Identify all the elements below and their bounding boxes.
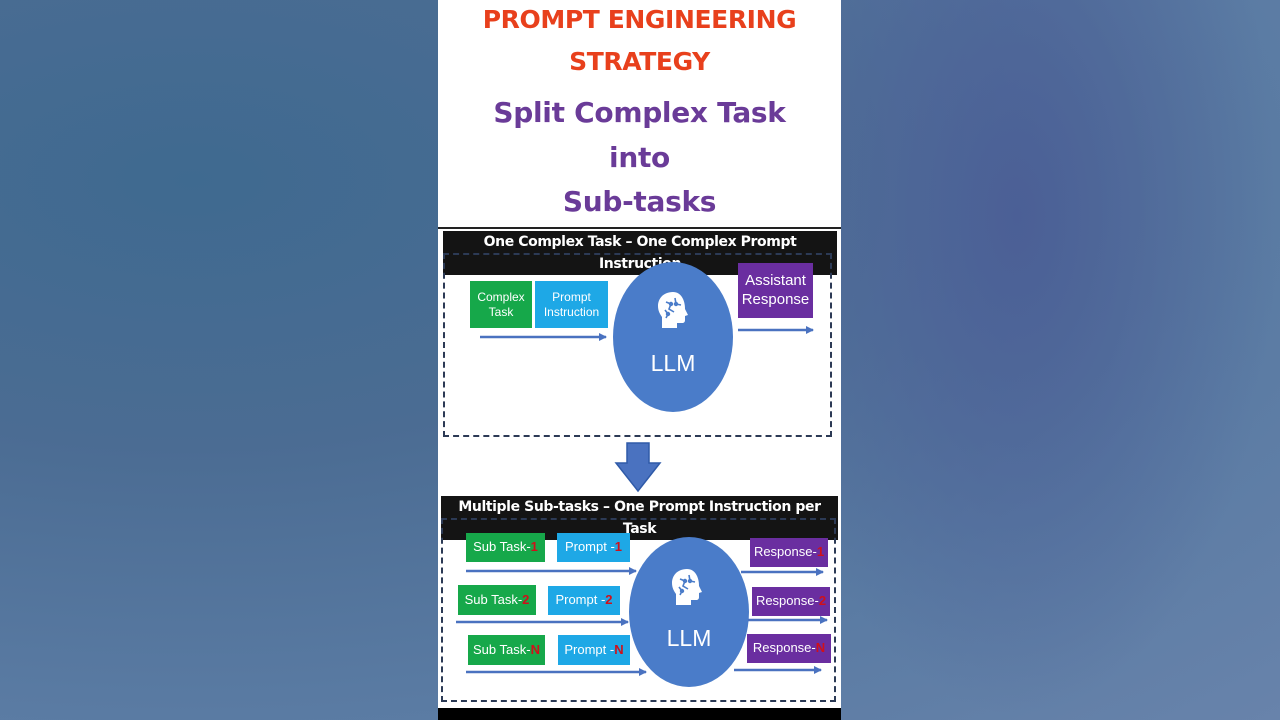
response-2-box: Response-2 [752,587,830,616]
prompt-instruction-line1: Prompt [552,289,591,304]
subtitle-line2: into [609,141,670,174]
infographic-card: PROMPT ENGINEERING STRATEGY Split Comple… [438,0,841,720]
assistant-response-line2: Response [741,290,810,308]
main-title-line2: STRATEGY [569,47,710,76]
complex-task-box: Complex Task [470,281,532,328]
sub-task-n-number: N [530,641,540,657]
bottom-strip [438,708,841,720]
panel2-box [441,518,836,702]
llm-circle-2: LLM [629,537,749,687]
subtitle-line1: Split Complex Task [493,96,786,129]
sub-task-2-label: Sub Task- [464,591,523,607]
llm-label-1: LLM [650,350,696,376]
sub-task-n-box: Sub Task-N [468,635,545,665]
sub-task-1-box: Sub Task-1 [466,533,545,562]
sub-task-1-label: Sub Task- [473,539,531,555]
prompt-n-number: N [614,641,624,657]
brain-head-icon [672,569,702,605]
assistant-response-line1: Assistant [745,271,806,289]
complex-task-line1: Complex [477,289,525,304]
response-1-box: Response-1 [750,538,828,567]
subtitle-line3: Sub-tasks [562,185,717,218]
sub-task-n-label: Sub Task- [473,641,531,657]
sub-task-1-number: 1 [530,539,538,555]
panel1-box [443,253,832,437]
prompt-n-label: Prompt - [564,641,615,657]
prompt-1-label: Prompt - [564,539,615,555]
sub-task-2-number: 2 [522,591,530,607]
main-title-line1: PROMPT ENGINEERING [482,5,797,34]
brain-head-icon [658,292,688,328]
prompt-n-box: Prompt -N [558,635,630,665]
llm-label-2: LLM [666,625,712,651]
background-glow [841,0,1280,720]
prompt-1-box: Prompt -1 [557,533,630,562]
response-2-number: 2 [818,593,827,609]
llm-circle-1: LLM [613,262,733,412]
assistant-response-box: Assistant Response [738,263,813,318]
complex-task-line2: Task [488,304,514,319]
prompt-1-number: 1 [614,539,623,555]
flow-arrows [456,326,828,676]
response-1-number: 1 [816,544,825,560]
response-n-box: Response-N [747,634,831,663]
prompt-instruction-box: Prompt Instruction [535,281,608,328]
response-1-label: Response- [753,544,817,560]
response-n-label: Response- [752,640,816,656]
prompt-2-label: Prompt - [555,592,606,608]
section-divider [438,227,841,229]
down-arrow-icon [614,442,662,493]
sub-task-2-box: Sub Task-2 [458,585,536,615]
prompt-instruction-line2: Instruction [543,304,600,319]
prompt-2-box: Prompt -2 [548,586,620,615]
response-2-label: Response- [755,593,819,609]
response-n-number: N [815,640,826,656]
prompt-2-number: 2 [605,592,613,608]
